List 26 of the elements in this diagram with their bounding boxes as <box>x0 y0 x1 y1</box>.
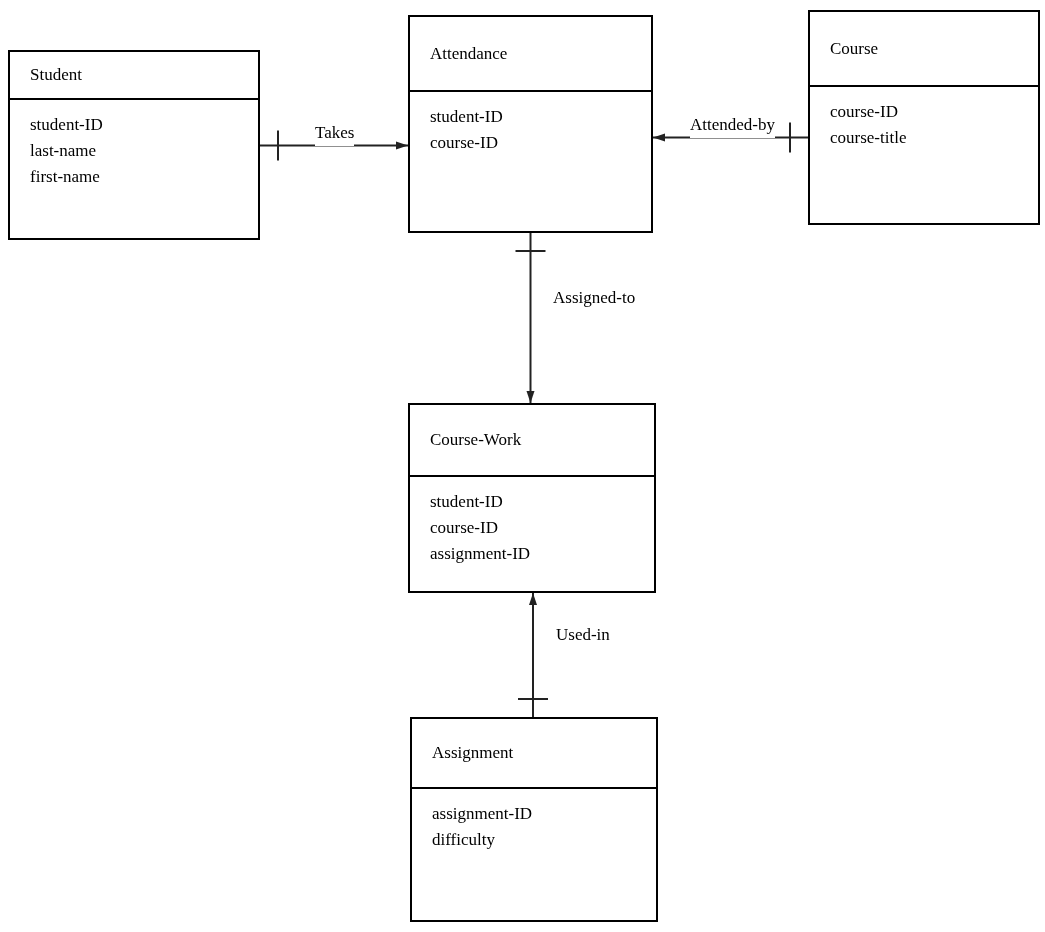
entity-name: Assignment <box>432 742 514 765</box>
entity-name: Course-Work <box>430 429 522 452</box>
entity-box <box>410 717 658 922</box>
attribute-name: course-ID <box>430 517 498 539</box>
attribute-name: student-ID <box>430 491 503 513</box>
relationship-line <box>259 129 409 162</box>
entity-name: Course <box>830 37 879 60</box>
attribute-name: course-ID <box>430 132 498 154</box>
attribute-name: course-title <box>830 127 907 149</box>
attribute-name: difficulty <box>432 829 495 851</box>
entity-box <box>808 10 1040 225</box>
entity-name: Student <box>30 64 82 87</box>
relationship-line <box>652 121 809 154</box>
relationship-line <box>514 232 547 404</box>
attribute-name: first-name <box>30 166 100 188</box>
entity-box <box>8 50 260 240</box>
attribute-name: student-ID <box>430 106 503 128</box>
attribute-name: assignment-ID <box>432 803 533 825</box>
entity-box <box>408 403 656 593</box>
attribute-name: last-name <box>30 140 97 162</box>
entity-name: Attendance <box>430 42 508 65</box>
attribute-name: course-ID <box>830 101 898 123</box>
entity-box <box>408 15 653 233</box>
attribute-name: assignment-ID <box>430 543 531 565</box>
attribute-name: student-ID <box>30 114 103 136</box>
relationship-line <box>517 592 549 718</box>
